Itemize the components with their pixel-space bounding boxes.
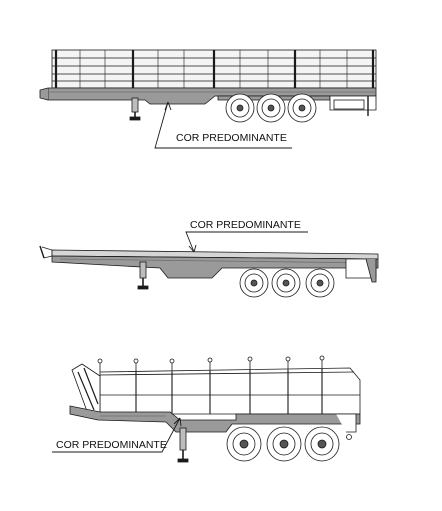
label-flatbed-semi-trailer: COR PREDOMINANTE xyxy=(190,219,301,231)
label-grade-semi-trailer: COR PREDOMINANTE xyxy=(176,132,287,144)
grade-semi-trailer xyxy=(39,49,377,149)
label-tipper-semi-trailer: COR PREDOMINANTE xyxy=(56,439,167,451)
flatbed-semi-trailer xyxy=(39,231,379,298)
tipper-semi-trailer xyxy=(52,355,361,463)
